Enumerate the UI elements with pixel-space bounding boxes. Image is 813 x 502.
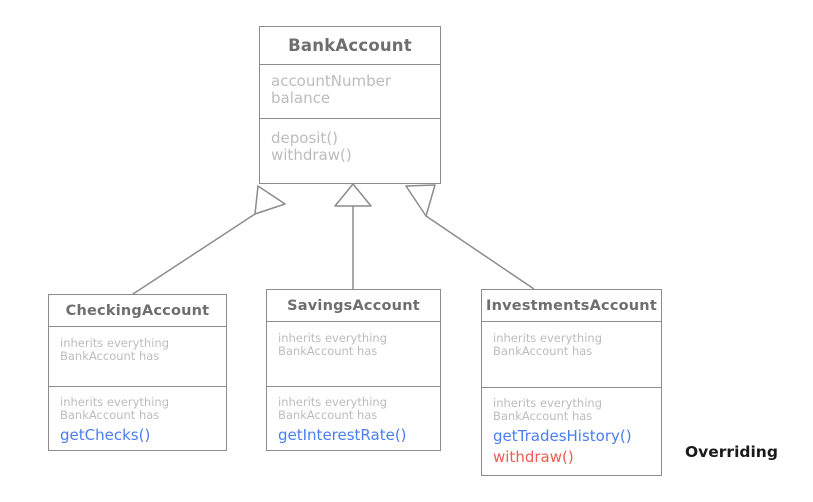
generalization-savings — [334, 183, 372, 289]
method-getinterestrate: getInterestRate() — [278, 425, 407, 444]
operation-withdraw: withdraw() — [271, 146, 352, 165]
class-box-investmentsaccount[interactable]: InvestmentsAccount inherits everything B… — [481, 289, 662, 476]
inherited-attributes-note-line-1: inherits everything — [278, 331, 387, 345]
class-box-checkingaccount[interactable]: CheckingAccount inherits everything Bank… — [48, 294, 227, 451]
inherited-attributes-note-line-2: BankAccount has — [60, 349, 160, 364]
inherited-operations-note-line-1: inherits everything — [60, 395, 169, 409]
inherited-attributes-note-line-2: BankAccount has — [493, 344, 593, 359]
inherited-attributes-note-line-1: inherits everything — [493, 331, 602, 345]
inherited-attributes-note-line-1: inherits everything — [60, 336, 169, 350]
operations-compartment-investmentsaccount: inherits everything BankAccount has getT… — [482, 388, 661, 472]
method-withdraw-overridden: withdraw() — [493, 447, 574, 466]
inherited-attributes-note-line-2: BankAccount has — [278, 344, 378, 359]
operations-compartment-checkingaccount: inherits everything BankAccount has getC… — [49, 387, 226, 450]
attributes-compartment-investmentsaccount: inherits everything BankAccount has — [482, 322, 661, 388]
generalization-checking — [132, 185, 286, 295]
attribute-balance: balance — [271, 89, 331, 108]
generalization-investments — [405, 184, 535, 290]
class-name-bankaccount: BankAccount — [260, 27, 440, 65]
inherited-operations-note-line-2: BankAccount has — [493, 409, 593, 424]
attributes-compartment-checkingaccount: inherits everything BankAccount has — [49, 327, 226, 387]
operations-compartment-savingsaccount: inherits everything BankAccount has getI… — [267, 387, 440, 450]
inherited-operations-note-line-2: BankAccount has — [60, 408, 160, 423]
class-box-savingsaccount[interactable]: SavingsAccount inherits everything BankA… — [266, 289, 441, 451]
attributes-compartment-bankaccount: accountNumber balance — [260, 65, 440, 119]
class-name-checkingaccount: CheckingAccount — [49, 295, 226, 327]
class-name-savingsaccount: SavingsAccount — [267, 290, 440, 322]
method-getchecks: getChecks() — [60, 425, 151, 444]
inherited-operations-note-line-2: BankAccount has — [278, 408, 378, 423]
attributes-compartment-savingsaccount: inherits everything BankAccount has — [267, 322, 440, 387]
annotation-overriding: Overriding — [685, 443, 778, 461]
class-name-investmentsaccount: InvestmentsAccount — [482, 290, 661, 322]
attribute-accountnumber: accountNumber — [271, 72, 392, 90]
class-box-bankaccount[interactable]: BankAccount accountNumber balance deposi… — [259, 26, 441, 184]
inherited-operations-note-line-1: inherits everything — [493, 396, 602, 410]
method-gettradeshistory: getTradesHistory() — [493, 426, 632, 445]
operations-compartment-bankaccount: deposit() withdraw() — [260, 119, 440, 181]
operation-deposit: deposit() — [271, 129, 339, 147]
inherited-operations-note-line-1: inherits everything — [278, 395, 387, 409]
